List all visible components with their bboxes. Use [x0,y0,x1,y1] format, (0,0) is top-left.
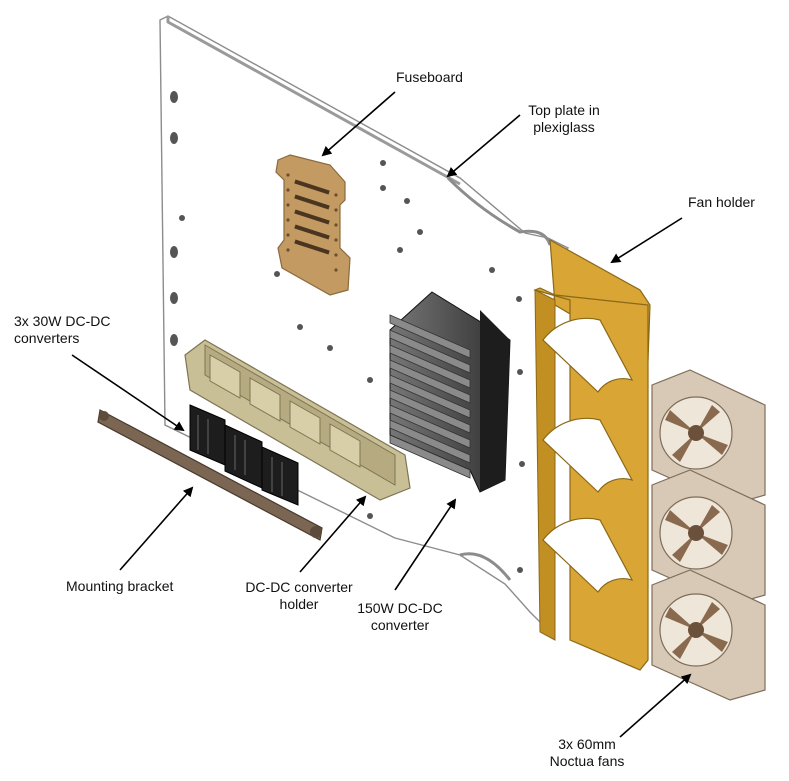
heatsink-converter [389,291,511,493]
fan-holder [533,238,651,671]
label-fuseboard: Fuseboard [396,69,463,85]
fan-2 [651,469,766,606]
arrow-converter-holder [299,495,367,573]
label-converter-holder: DC-DC converter holder [245,579,353,612]
arrow-converters [71,354,185,432]
arrow-top-plate [446,114,521,178]
fuseboard [275,154,351,296]
mounting-bracket [97,409,323,541]
arrow-fans [619,673,692,738]
label-150w-converter: 150W DC-DC converter [357,600,443,633]
label-fan-holder: Fan holder [688,194,755,210]
fan-1 [651,369,766,506]
label-mounting-bracket: Mounting bracket [66,578,174,594]
dc-dc-converter-holder [184,339,411,501]
arrow-150w-converter [394,498,457,591]
arrow-fan-holder [610,217,683,264]
top-plate [159,15,570,632]
fan-3 [651,569,766,701]
label-dc-converters: 3x 30W DC-DC converters [14,313,111,346]
small-dc-dc-converters [189,404,299,506]
plate-holes [170,91,525,573]
noctua-fans [651,369,766,701]
callout-arrows [71,91,692,738]
arrow-mounting-bracket [119,486,194,571]
label-fans: 3x 60mm Noctua fans [549,736,625,769]
label-top-plate: Top plate in plexiglass [528,102,600,135]
arrow-fuseboard [321,91,396,157]
